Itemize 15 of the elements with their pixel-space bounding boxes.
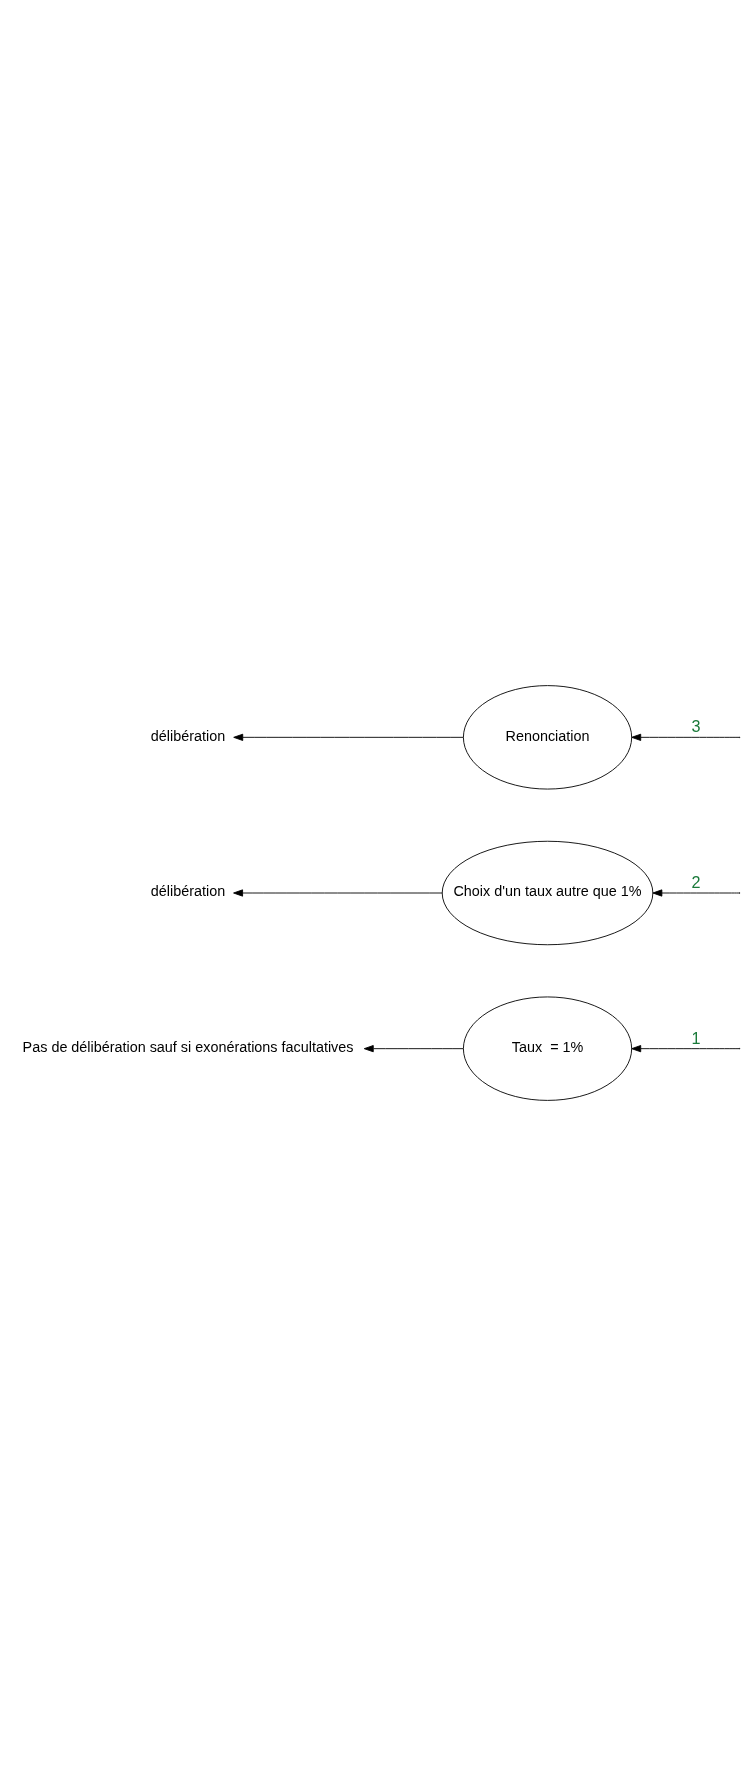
node-ellipse: Renonciation [462, 684, 633, 790]
arrow [631, 733, 740, 741]
arrow [233, 888, 443, 897]
arrow [652, 888, 740, 897]
edge-label: 3 [691, 716, 701, 735]
edge-label: 1 [691, 1028, 701, 1047]
node-text: Pas de délibération sauf si exonérations facultatives [22, 1038, 354, 1055]
arrow [363, 1044, 464, 1052]
node-ellipse: Taux = 1% [462, 995, 633, 1101]
node-text: délibération [150, 727, 226, 744]
arrow [233, 733, 464, 741]
edge-label: 2 [691, 872, 701, 891]
node-text: délibération [150, 882, 226, 899]
node-ellipse: Choix d'un taux autre que 1% [441, 840, 654, 945]
arrow [631, 1044, 740, 1052]
